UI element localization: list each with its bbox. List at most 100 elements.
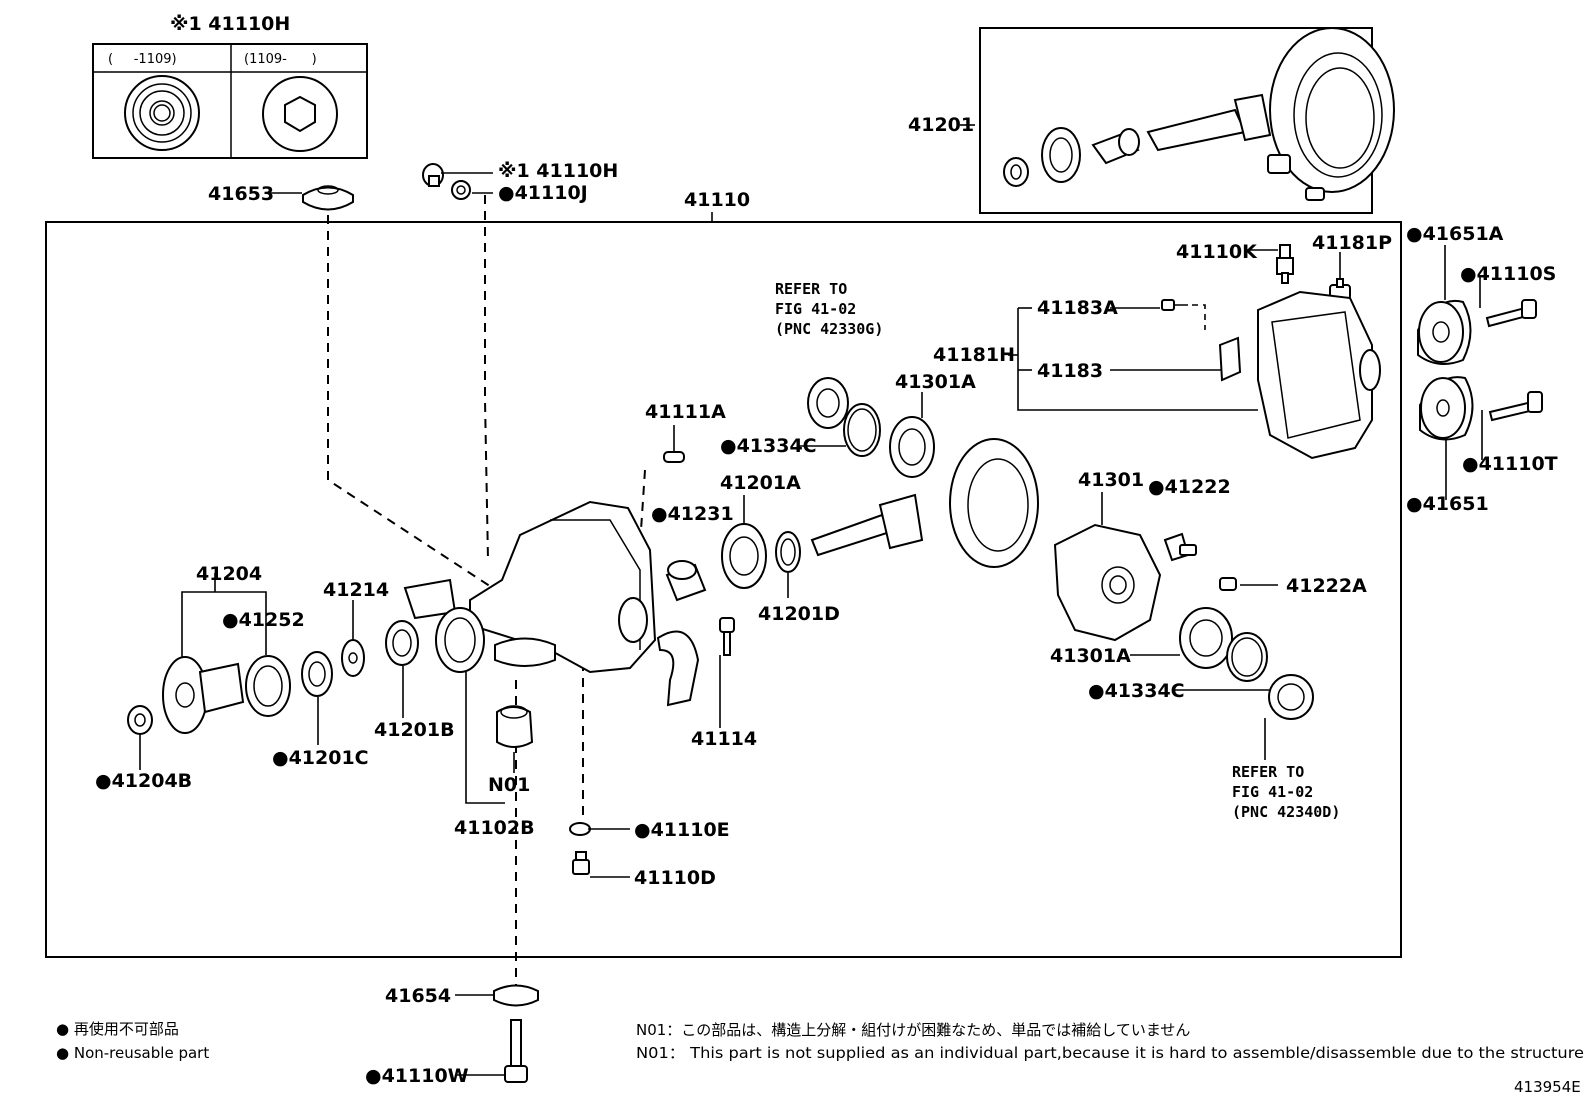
- oil-slinger-icon: [341, 639, 365, 677]
- lower-cushion-icon: [493, 984, 539, 1007]
- label-41214[interactable]: 41214: [323, 579, 389, 601]
- drive-pinion-icon: [1146, 93, 1272, 152]
- label-41110J[interactable]: ●41110J: [498, 182, 588, 204]
- label-41231[interactable]: ●41231: [651, 503, 734, 525]
- nameplate-icon: [1218, 336, 1242, 382]
- label-41110K[interactable]: 41110K: [1176, 241, 1258, 263]
- leader-lines: [139, 124, 1483, 1076]
- top-shim-icon: [843, 403, 881, 457]
- side-bearing-top-icon: [889, 416, 935, 478]
- ref-top-line2: FIG 41-02: [775, 300, 856, 318]
- bearing-cap-icon: [656, 630, 700, 707]
- label-41110H-b[interactable]: ※1 41110H: [498, 160, 618, 182]
- dust-deflector-icon: [245, 655, 291, 717]
- bottom-oil-seal-icon: [1268, 674, 1314, 720]
- label-41651[interactable]: ●41651: [1406, 493, 1489, 515]
- label-41114[interactable]: 41114: [691, 728, 757, 750]
- label-41110T[interactable]: ●41110T: [1462, 453, 1558, 475]
- gasket-icon: [451, 180, 471, 200]
- side-bearing-bottom-icon: [1179, 607, 1233, 669]
- label-41110E[interactable]: ●41110E: [634, 819, 730, 841]
- mount-bolt-icon: [504, 1019, 528, 1083]
- front-bearing-icon: [721, 523, 767, 589]
- cap-bolt-icon: [719, 617, 735, 656]
- label-41252[interactable]: ●41252: [222, 609, 305, 631]
- label-41653[interactable]: 41653: [208, 183, 274, 205]
- label-41183A[interactable]: 41183A: [1037, 297, 1118, 319]
- drive-pinion-main-icon: [810, 493, 924, 557]
- inset-col1-label: ( -1109): [108, 52, 177, 67]
- carrier-cover-icon: [1257, 290, 1381, 460]
- label-41181H[interactable]: 41181H: [933, 344, 1015, 366]
- rear-bearing-icon: [385, 620, 419, 666]
- side-bolt-lower-icon: [1488, 391, 1543, 422]
- label-41111A[interactable]: 41111A: [645, 401, 726, 423]
- note-n01-jp: N01：この部品は、構造上分解・組付けが困難なため、単品では補給していません: [636, 1021, 1190, 1039]
- sensor-bolt-icon: [1219, 577, 1237, 591]
- ring-gear-icon: [1269, 27, 1395, 193]
- ring-bolt-icon: [1267, 154, 1325, 201]
- diff-case-icon: [1053, 523, 1162, 642]
- label-41183[interactable]: 41183: [1037, 360, 1103, 382]
- label-41201A[interactable]: 41201A: [720, 472, 801, 494]
- speed-sensor-icon: [1163, 532, 1197, 562]
- ref-top-line3[interactable]: (PNC 42330G): [775, 320, 883, 338]
- front-oil-seal-icon: [301, 651, 333, 697]
- legend-en: ● Non-reusable part: [56, 1044, 209, 1062]
- label-41181P[interactable]: 41181P: [1312, 232, 1392, 254]
- ring-gear-main-icon: [949, 438, 1039, 568]
- inset-col2-label: (1109- ): [244, 52, 317, 67]
- collapsible-spacer-icon: [665, 560, 707, 602]
- plate-screw-icon: [1161, 299, 1188, 311]
- ref-bottom-line1: REFER TO: [1232, 763, 1304, 781]
- label-41651A[interactable]: ●41651A: [1406, 223, 1504, 245]
- bottom-shim-icon: [1226, 632, 1268, 682]
- side-seal-upper-icon: [1417, 299, 1472, 365]
- diff-carrier-housing-icon: [403, 500, 657, 674]
- label-41301[interactable]: 41301: [1078, 469, 1144, 491]
- spacer-icon: [1091, 128, 1140, 165]
- label-41222[interactable]: ●41222: [1148, 476, 1231, 498]
- label-41222A[interactable]: 41222A: [1286, 575, 1367, 597]
- label-41110W[interactable]: ●41110W: [365, 1065, 469, 1087]
- inset-table: [92, 43, 368, 159]
- side-bolt-upper-icon: [1485, 299, 1537, 328]
- main-assembly-frame: [45, 221, 1402, 958]
- ref-bottom-line3[interactable]: (PNC 42340D): [1232, 803, 1340, 821]
- label-41301A-top[interactable]: 41301A: [895, 371, 976, 393]
- label-41201D[interactable]: 41201D: [758, 603, 840, 625]
- top-oil-seal-icon: [807, 377, 849, 429]
- label-41110S[interactable]: ●41110S: [1460, 263, 1556, 285]
- mount-bushing-icon: [496, 705, 534, 748]
- label-41334C-bottom[interactable]: ●41334C: [1088, 680, 1185, 702]
- legend-jp: ● 再使用不可部品: [56, 1020, 179, 1038]
- label-41204[interactable]: 41204: [196, 563, 262, 585]
- pinion-nut-icon: [1003, 157, 1029, 187]
- label-41201[interactable]: 41201: [908, 114, 974, 136]
- drain-plug-old-icon: [124, 75, 200, 151]
- label-41110[interactable]: 41110: [684, 189, 750, 211]
- label-41201B[interactable]: 41201B: [374, 719, 455, 741]
- note-n01-en: N01： This part is not supplied as an ind…: [636, 1044, 1584, 1062]
- label-N01[interactable]: N01: [488, 774, 530, 796]
- filler-gasket-icon: [569, 822, 591, 836]
- label-41201C[interactable]: ●41201C: [272, 747, 369, 769]
- companion-flange-icon: [162, 656, 245, 734]
- inset-title: ※1 41110H: [170, 13, 290, 35]
- drain-plug-new-icon: [262, 76, 338, 152]
- label-41204B[interactable]: ●41204B: [95, 770, 192, 792]
- label-41654[interactable]: 41654: [385, 985, 451, 1007]
- image-id: 413954E: [1514, 1078, 1581, 1096]
- drain-plug-icon: [422, 163, 444, 187]
- ref-bottom-line2: FIG 41-02: [1232, 783, 1313, 801]
- oil-seal-icon: [1041, 127, 1081, 183]
- label-41102B[interactable]: 41102B: [454, 817, 535, 839]
- flange-nut-icon: [127, 705, 153, 735]
- side-seal-lower-icon: [1419, 376, 1474, 441]
- label-41301A-bottom[interactable]: 41301A: [1050, 645, 1131, 667]
- washer-icon: [775, 531, 801, 573]
- label-41334C-top[interactable]: ●41334C: [720, 435, 817, 457]
- filler-plug-icon: [572, 851, 590, 875]
- label-41110D[interactable]: 41110D: [634, 867, 716, 889]
